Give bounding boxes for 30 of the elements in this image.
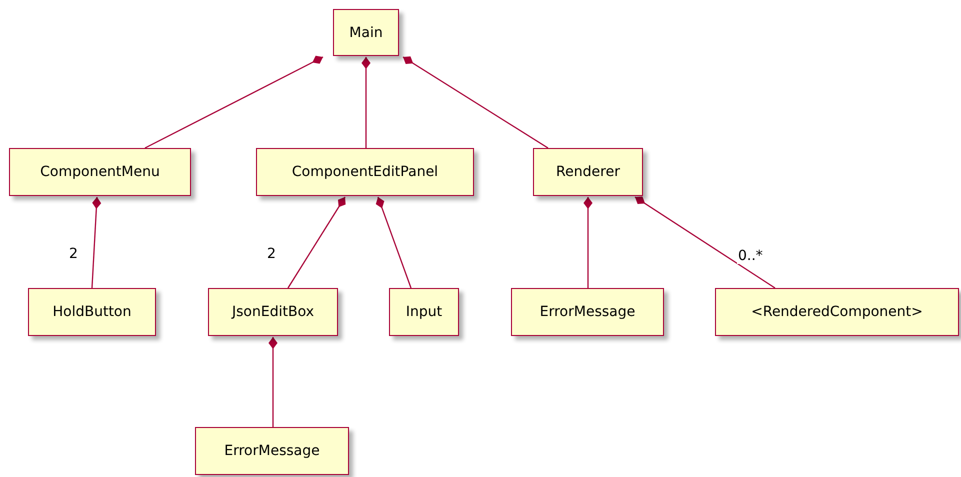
class-name: ErrorMessage [224, 443, 320, 459]
class-name: Main [349, 24, 383, 40]
class-name: ComponentMenu [40, 164, 160, 180]
class-box [389, 288, 459, 336]
composition-line [402, 56, 548, 148]
class-name: Input [406, 304, 442, 320]
composition-line [376, 196, 412, 288]
class-name: HoldButton [52, 304, 132, 320]
class-name: <RenderedComponent> [751, 304, 923, 320]
class-box [9, 148, 191, 196]
class-name: ComponentEditPanel [292, 164, 438, 180]
composition-line [634, 196, 776, 288]
composition-line [91, 196, 102, 288]
composition-line [584, 197, 592, 288]
class-box [715, 288, 959, 336]
composition-line [144, 56, 324, 149]
composition-line [288, 196, 346, 288]
class-box [256, 148, 474, 196]
multiplicity-label: 0..* [737, 248, 764, 264]
class-box [333, 9, 399, 56]
class-box [511, 288, 664, 336]
composition-line [268, 337, 278, 427]
class-box [208, 288, 338, 336]
class-box [195, 427, 349, 475]
class-name: Renderer [556, 164, 620, 180]
class-box [28, 288, 156, 336]
class-box [533, 148, 643, 196]
class-name: ErrorMessage [540, 304, 636, 320]
class-name: JsonEditBox [232, 304, 314, 320]
composition-line [362, 57, 370, 148]
